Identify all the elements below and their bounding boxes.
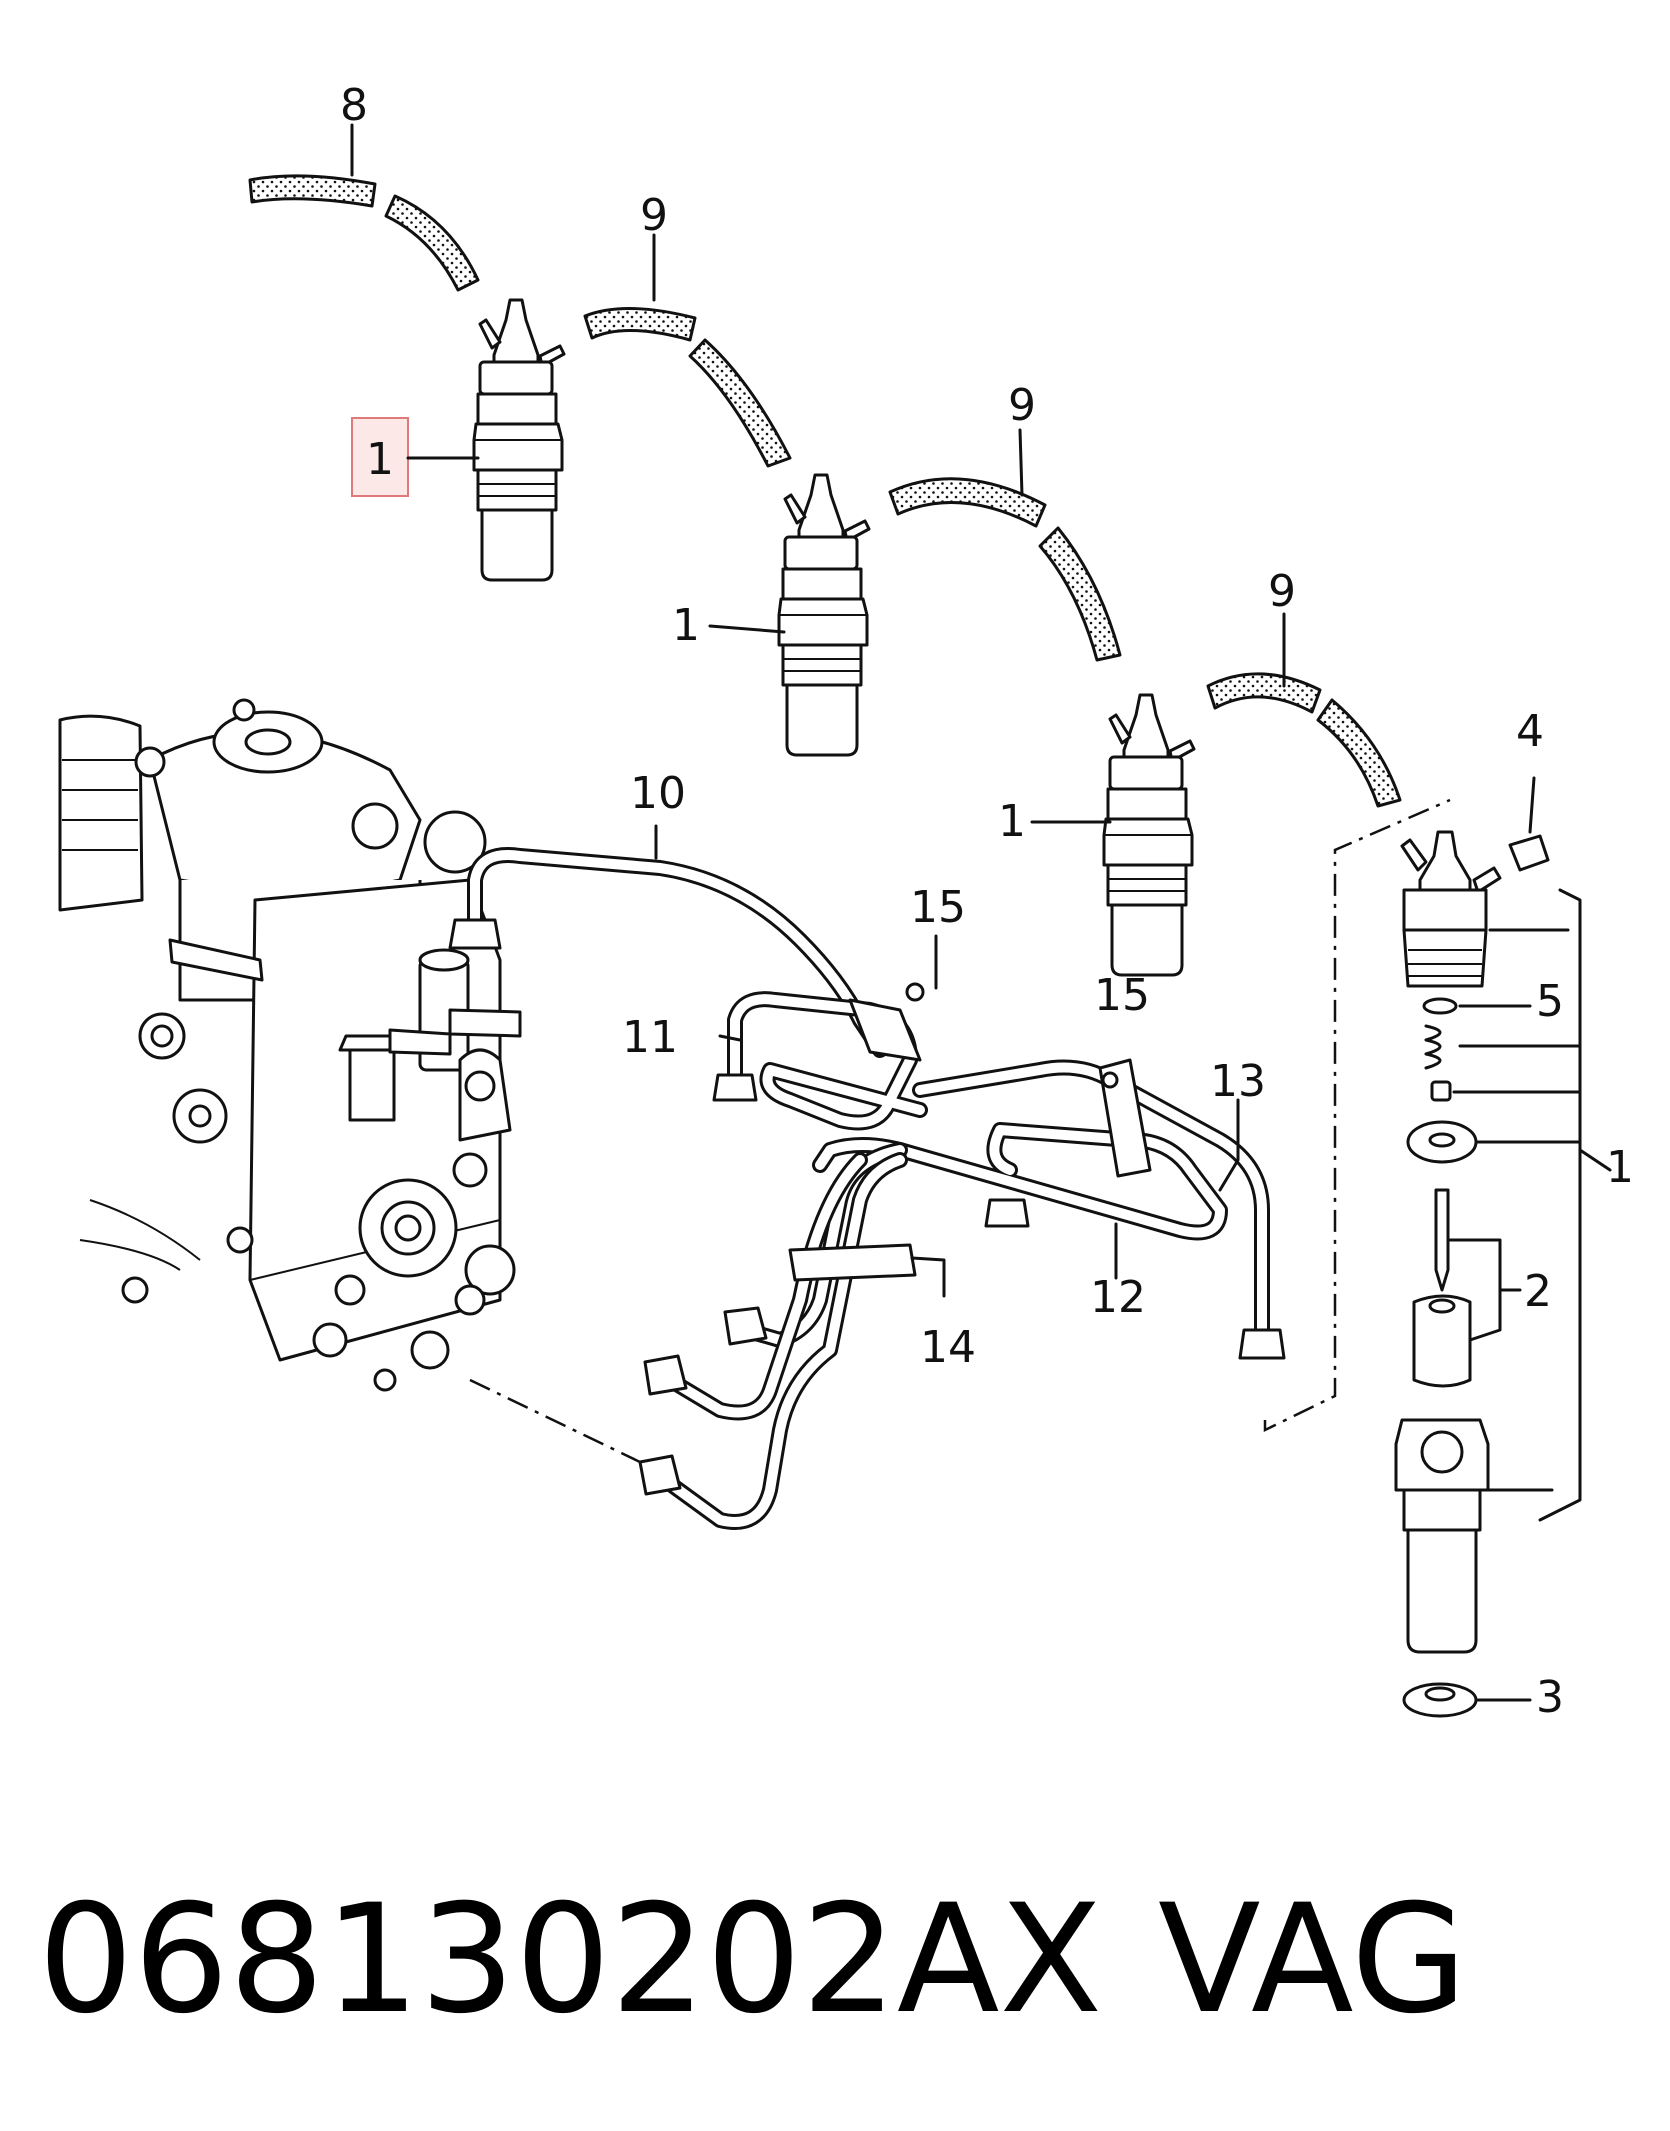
injection-pipe-13[interactable] bbox=[912, 1059, 1286, 1360]
callout-9-a: 9 bbox=[640, 190, 668, 241]
callout-13: 13 bbox=[1210, 1056, 1266, 1107]
leak-off-hose-9-third bbox=[1206, 672, 1402, 808]
callout-8: 8 bbox=[340, 80, 368, 131]
injection-pipe-11[interactable] bbox=[712, 991, 928, 1131]
injection-pipe-10[interactable] bbox=[448, 847, 888, 1058]
callout-11: 11 bbox=[622, 1012, 678, 1063]
callout-14: 14 bbox=[920, 1322, 976, 1373]
exploded-injector[interactable] bbox=[1394, 830, 1550, 1718]
selected-callout-highlight bbox=[351, 417, 409, 497]
exploded-parts-diagram: 8 9 9 9 1 1 1 1 4 5 2 3 10 11 12 13 14 1… bbox=[58, 80, 1634, 1723]
callout-15-a: 15 bbox=[910, 882, 966, 933]
injector-1-highlighted[interactable] bbox=[472, 298, 566, 582]
leak-off-hose-9-first bbox=[583, 306, 792, 468]
callout-1-c: 1 bbox=[998, 796, 1026, 847]
callout-15-b: 15 bbox=[1094, 970, 1150, 1021]
callout-12: 12 bbox=[1090, 1272, 1146, 1323]
callout-9-b: 9 bbox=[1008, 380, 1036, 431]
callout-1-d: 1 bbox=[1606, 1142, 1634, 1193]
callout-10: 10 bbox=[630, 768, 686, 819]
injection-pipes-lower[interactable] bbox=[638, 1142, 908, 1530]
callout-1-b: 1 bbox=[672, 600, 700, 651]
callout-3: 3 bbox=[1536, 1672, 1564, 1723]
part-number: 068130202AX bbox=[38, 1873, 1103, 2047]
callout-4: 4 bbox=[1516, 706, 1544, 757]
pipe-clamp-15-right[interactable] bbox=[1098, 1058, 1152, 1178]
leak-off-hose-8 bbox=[248, 174, 480, 292]
brand-name: VAG bbox=[1158, 1873, 1468, 2047]
pipe-clamp-14[interactable] bbox=[788, 1243, 917, 1282]
leak-off-hose-9-second bbox=[888, 477, 1122, 662]
callout-2: 2 bbox=[1524, 1266, 1552, 1317]
injector-2[interactable] bbox=[777, 473, 871, 757]
injection-pump[interactable] bbox=[58, 698, 522, 1392]
callout-1-highlighted[interactable]: 1 bbox=[366, 434, 394, 485]
injector-3[interactable] bbox=[1102, 693, 1196, 977]
footer: 068130202AX VAG bbox=[38, 1870, 1638, 2070]
pipe-clamp-15-left[interactable] bbox=[848, 982, 925, 1062]
callout-9-c: 9 bbox=[1268, 566, 1296, 617]
injection-pipe-12[interactable] bbox=[812, 1122, 1228, 1241]
callout-5: 5 bbox=[1536, 976, 1564, 1027]
